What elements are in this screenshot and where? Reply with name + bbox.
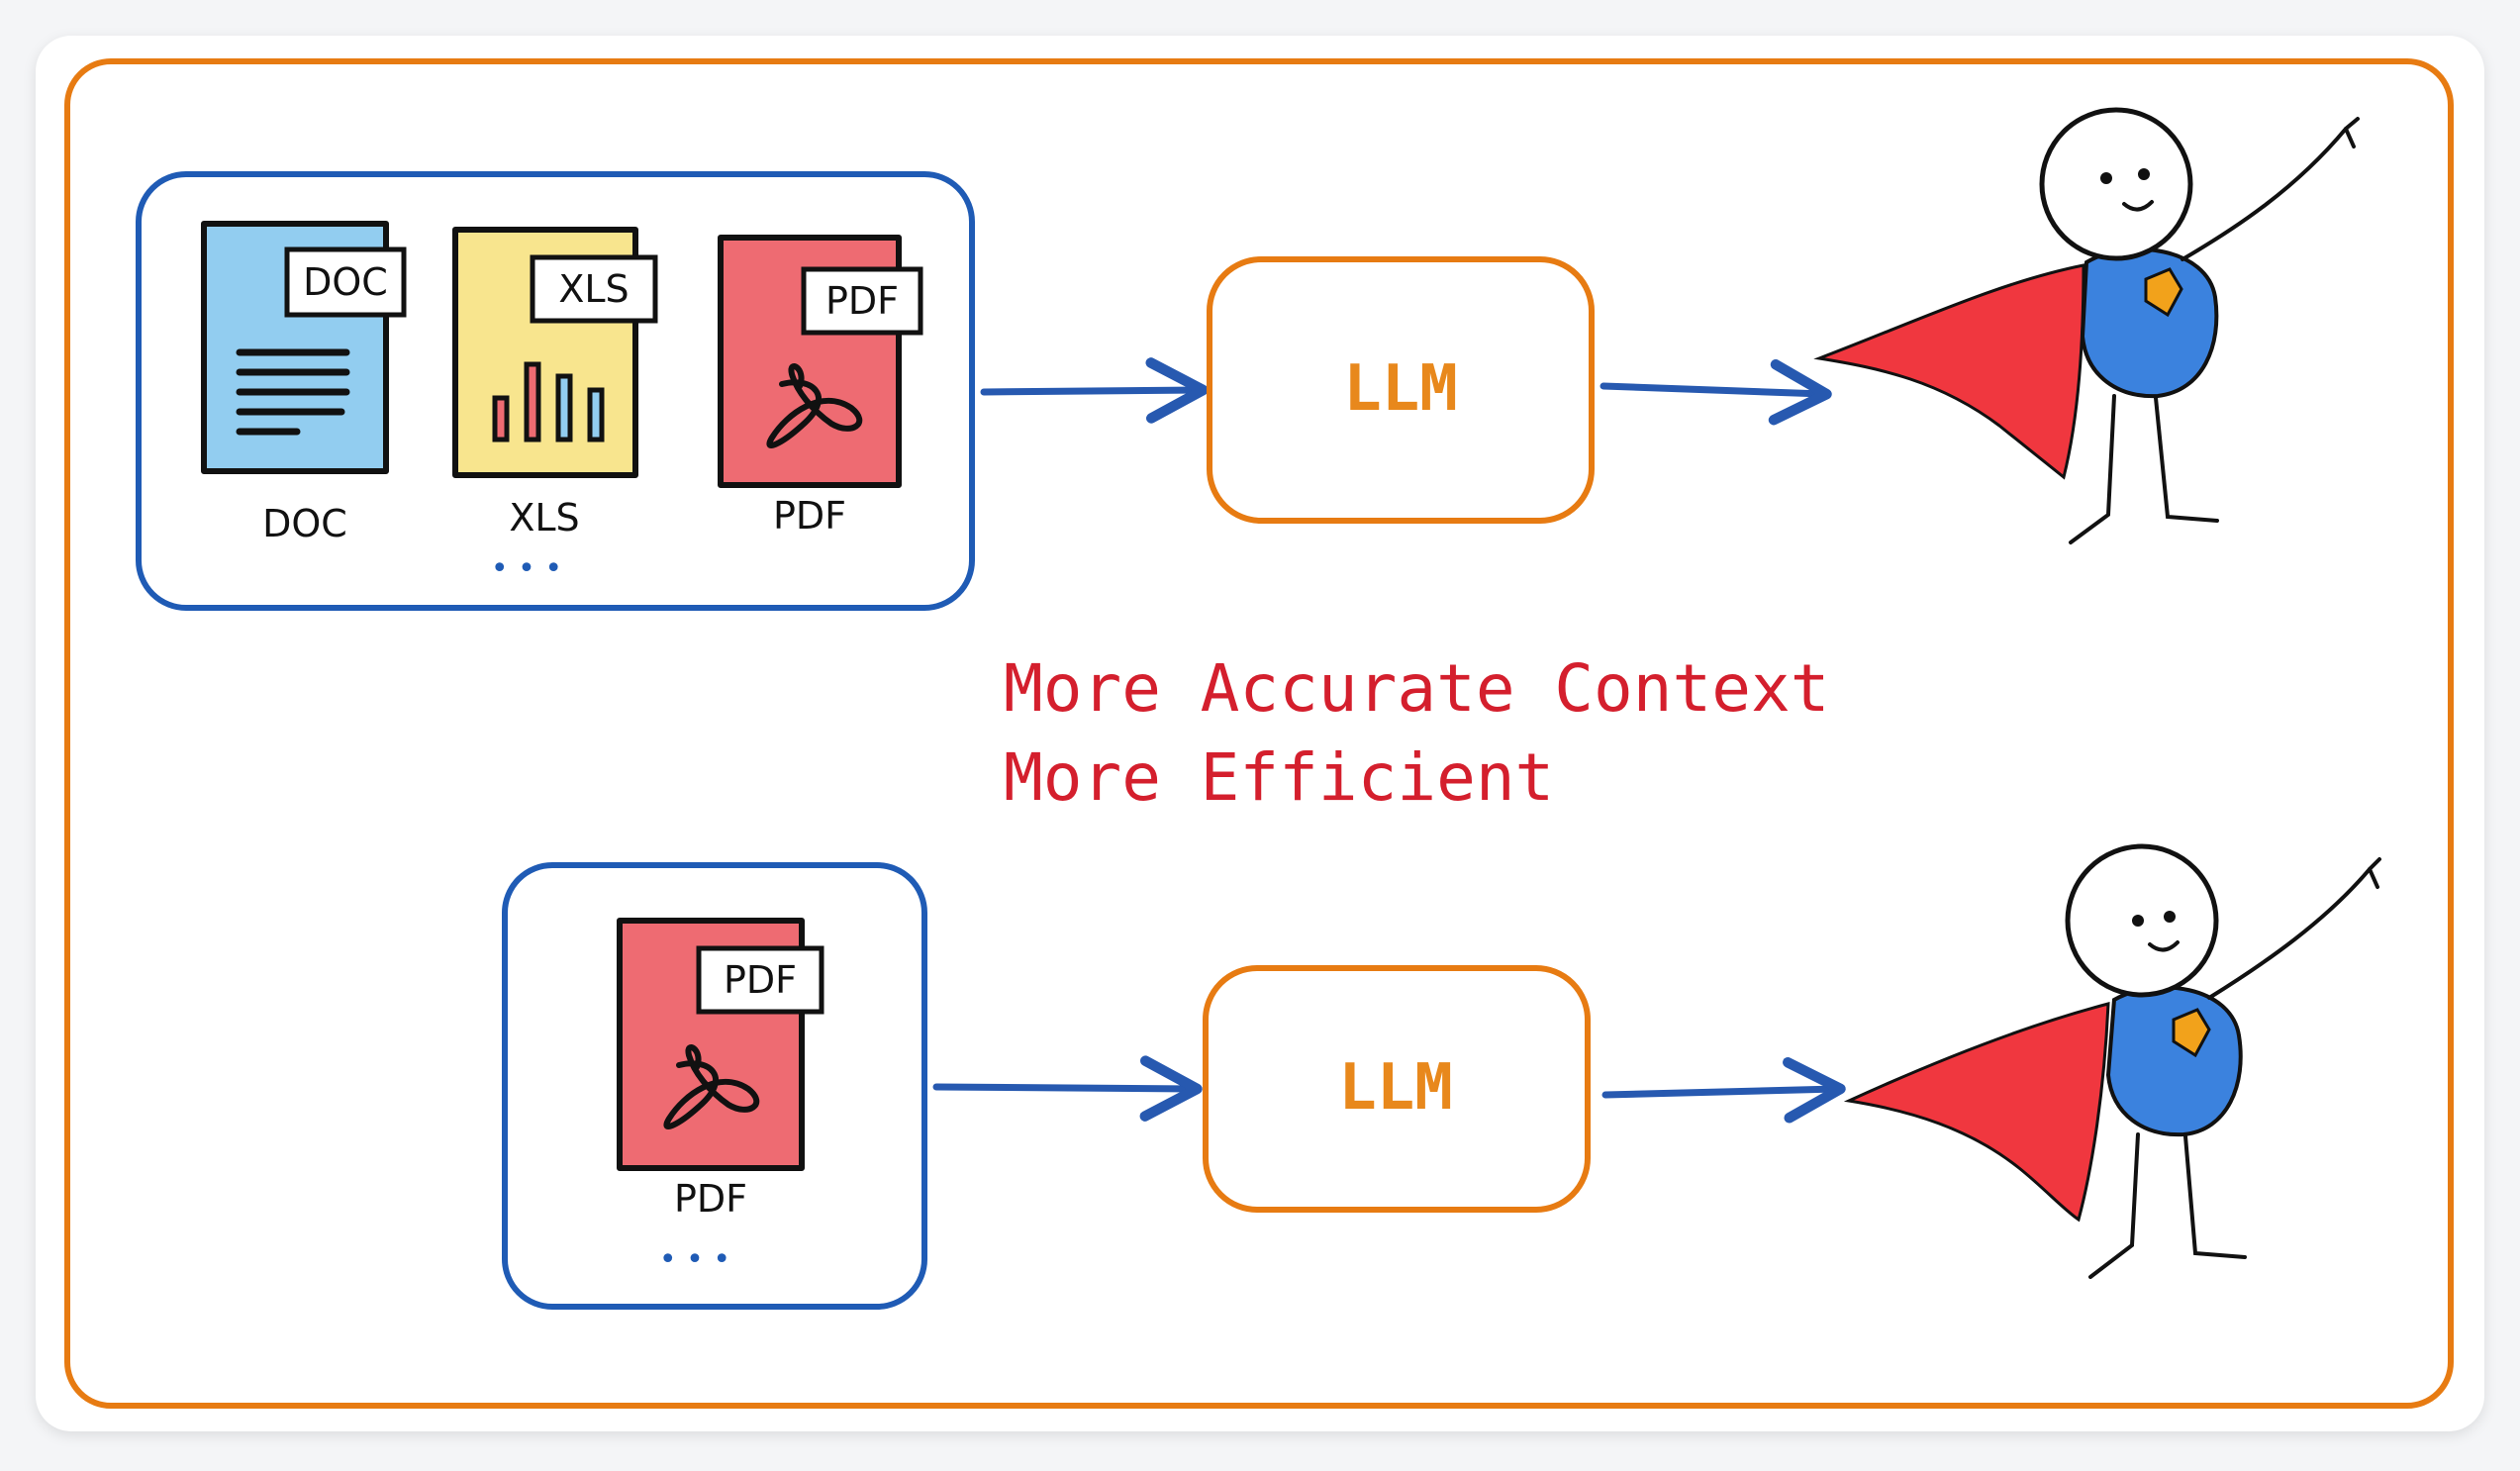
- hero-body: [2080, 246, 2219, 399]
- llm-box: [1203, 965, 1591, 1213]
- benefit-accurate-context: More Accurate Context: [1004, 650, 1829, 727]
- pdf-caption: PDF: [773, 494, 846, 538]
- xls-tag: XLS: [558, 267, 629, 311]
- superhero-figure: [1843, 843, 2381, 1279]
- more-files-ellipsis: • • •: [491, 551, 562, 586]
- pdf-tag: PDF: [724, 958, 797, 1002]
- superhero-figure: [1813, 107, 2360, 544]
- hero-cape: [1813, 263, 2085, 480]
- doc-caption: DOC: [262, 502, 347, 545]
- doc-tag: DOC: [303, 260, 388, 304]
- arrow-llm-to-hero: [1601, 1057, 1846, 1124]
- pdf-symbol-icon: [766, 363, 863, 448]
- pdf-symbol-icon: [663, 1044, 760, 1129]
- arrow-files-to-llm: [932, 1055, 1203, 1122]
- pdf-file-icon: PDF: [718, 235, 923, 488]
- xls-caption: XLS: [509, 496, 579, 539]
- more-files-ellipsis: • • •: [659, 1242, 730, 1277]
- pdf-caption: PDF: [674, 1177, 747, 1221]
- hero-emblem-icon: [2144, 267, 2183, 318]
- doc-lines-icon: [236, 348, 350, 436]
- doc-file-icon: DOC: [201, 221, 407, 474]
- llm-box: [1207, 256, 1595, 524]
- arrow-files-to-llm: [980, 357, 1209, 424]
- outer-frame: [64, 58, 2454, 1409]
- xls-file-icon: XLS: [452, 227, 658, 478]
- llm-label: LLM: [1343, 352, 1458, 426]
- hero-body: [2105, 985, 2243, 1137]
- hero-emblem-icon: [2172, 1008, 2211, 1058]
- bar-chart-icon: [492, 361, 605, 442]
- benefit-efficient: More Efficient: [1004, 739, 1554, 816]
- arrow-llm-to-hero: [1599, 359, 1832, 426]
- hero-head: [2039, 107, 2193, 261]
- bottom-files-group: [502, 862, 927, 1310]
- hero-cape: [1843, 1002, 2110, 1223]
- llm-label: LLM: [1338, 1051, 1453, 1125]
- pdf-file-icon: PDF: [617, 918, 824, 1171]
- top-files-group: [136, 171, 975, 611]
- pdf-tag: PDF: [825, 279, 899, 323]
